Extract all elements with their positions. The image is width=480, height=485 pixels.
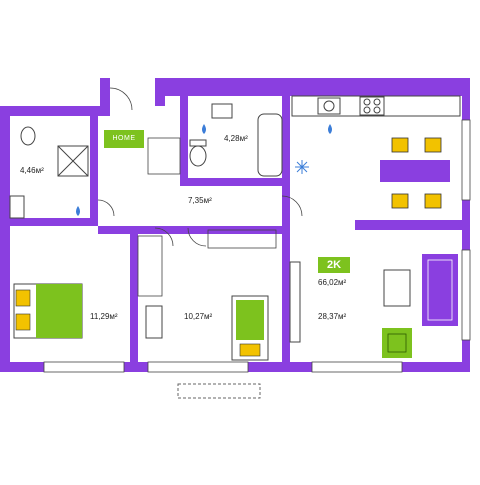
wardrobes (137, 137, 277, 297)
kitchen-worktop (291, 95, 461, 117)
tv-stand (289, 261, 301, 343)
total-area-label: 66,02м² (318, 278, 347, 287)
sink-top-bath (211, 103, 233, 119)
sofa-inner (427, 259, 453, 321)
bed-middle-pillow (239, 343, 261, 357)
stove (359, 96, 385, 116)
door-swings (97, 87, 303, 247)
toilet-top-bath (189, 145, 207, 167)
room-area-living-kitchen: 28,37м² (318, 312, 347, 321)
water-drop-icon (76, 124, 332, 216)
bed-middle-cover (236, 300, 264, 340)
snowflake-icon (295, 160, 309, 174)
bed-left-pillow-2 (15, 313, 31, 331)
room-area-bedroom-middle: 10,27м² (184, 312, 213, 321)
toilet-tank-top (189, 139, 207, 147)
dining-chairs (391, 137, 442, 209)
balcony-outline (177, 383, 261, 399)
bed-left-pillow-1 (15, 289, 31, 307)
coffee-table (383, 269, 411, 307)
apartment-type-badge: 2K (318, 257, 350, 273)
room-area-bathroom-left: 4,46м² (20, 166, 44, 175)
bed-middle-frame (231, 295, 269, 361)
armchair-inner (387, 333, 407, 353)
room-area-hallway: 7,35м² (188, 196, 212, 205)
kitchen-counter (380, 160, 450, 182)
sofa (422, 254, 458, 326)
armchair (382, 328, 412, 358)
desk-middle (145, 305, 163, 339)
windows (43, 119, 471, 373)
sink-bowl (323, 100, 335, 112)
room-area-bathroom-top: 4,28м² (224, 134, 248, 143)
kitchen-sink (317, 97, 341, 115)
home-badge: HOME (104, 130, 144, 148)
sink-left-bath (9, 195, 25, 219)
room-area-bedroom-left: 11,29м² (90, 312, 118, 321)
shower-tray (57, 145, 89, 177)
toilet-left-bath (20, 126, 36, 146)
bed-left-cover (36, 284, 82, 338)
bathtub (257, 113, 283, 177)
